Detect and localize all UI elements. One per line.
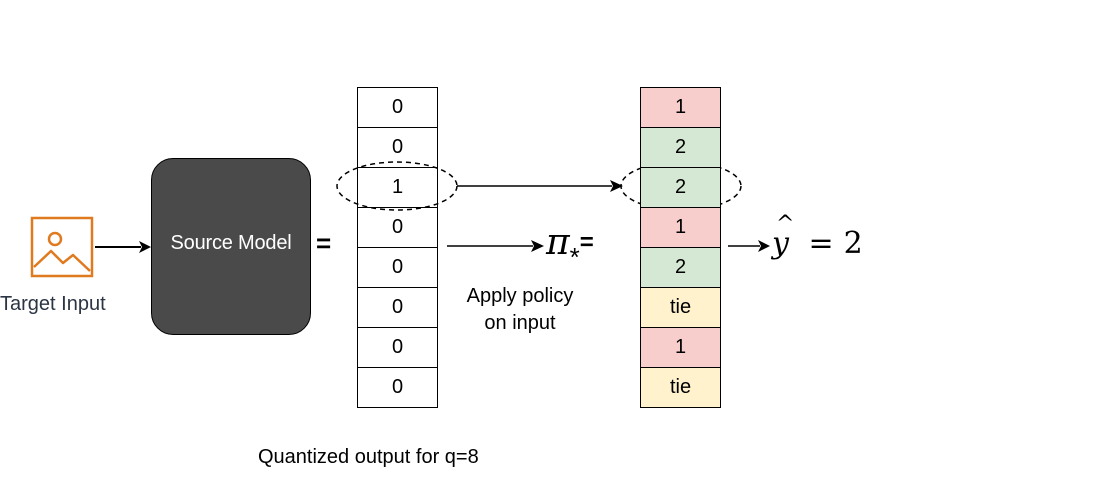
prediction-y: y [772, 226, 789, 261]
quantized-output-caption: Quantized output for q=8 [258, 446, 479, 468]
source-model-block [151, 158, 311, 335]
arrow-highlight-link [457, 180, 623, 192]
highlight-ellipse-left [336, 161, 458, 211]
prediction-value: 2 [843, 226, 863, 261]
policy-cell: 1 [640, 87, 721, 128]
policy-subscript: * [569, 242, 580, 272]
policy-cell: 2 [640, 167, 721, 208]
quantized-cell: 0 [357, 87, 438, 128]
arrow-to-policy [447, 240, 544, 252]
policy-equals: = [579, 229, 594, 256]
quantized-cell: 0 [357, 327, 438, 368]
prediction-hat: ^ [776, 212, 795, 237]
quantized-cell: 0 [357, 367, 438, 408]
policy-cell: 1 [640, 207, 721, 248]
policy-symbol: π*= [546, 222, 594, 272]
policy-cell: tie [640, 367, 721, 408]
quantized-cell: 0 [357, 207, 438, 248]
policy-cell: 1 [640, 327, 721, 368]
equals-sign: = [316, 228, 332, 258]
prediction: ^ y = 2 [772, 212, 863, 261]
target-input-label: Target Input [0, 293, 106, 315]
image-icon [30, 216, 94, 278]
source-model-label: Source Model [170, 232, 292, 254]
apply-policy-line2: on input [484, 312, 556, 334]
policy-cell: tie [640, 287, 721, 328]
policy-cell: 2 [640, 247, 721, 288]
policy-pi: π [546, 222, 570, 263]
policy-cell: 2 [640, 127, 721, 168]
apply-policy-caption: Apply policy on input [450, 283, 590, 337]
arrow-input-to-model [95, 241, 151, 253]
quantized-cell: 0 [357, 287, 438, 328]
arrow-to-prediction [728, 240, 770, 252]
quantized-cell: 0 [357, 247, 438, 288]
prediction-equals: = [808, 226, 834, 261]
apply-policy-line1: Apply policy [466, 285, 574, 307]
